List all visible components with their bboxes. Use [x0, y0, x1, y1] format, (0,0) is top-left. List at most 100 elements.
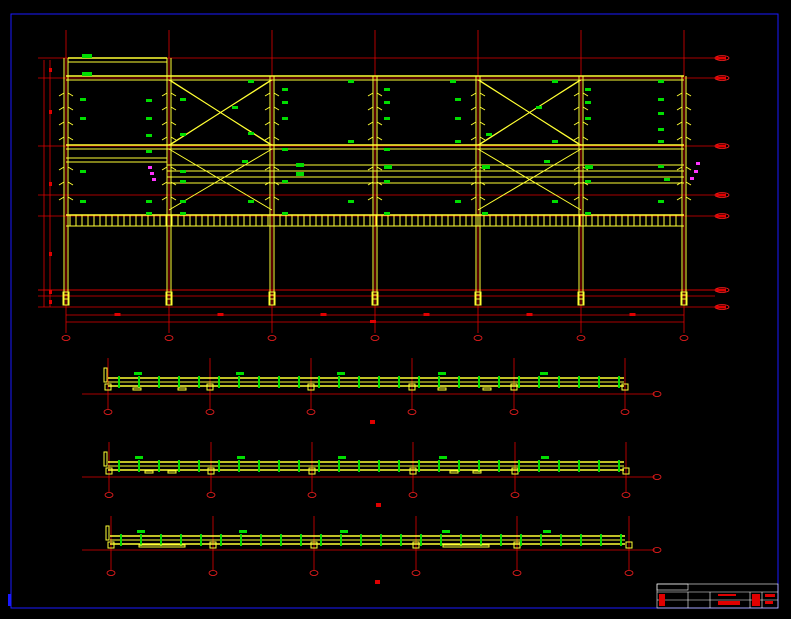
member-tag [486, 133, 492, 136]
plan-joist-tag [578, 460, 580, 472]
plan-column [104, 383, 112, 391]
plan-joist-tag [380, 534, 382, 546]
connection-stub [470, 166, 477, 171]
member-tag [180, 200, 186, 203]
connection-stub [479, 92, 486, 97]
grid-bubble [411, 570, 421, 576]
grid-bubble [407, 409, 417, 415]
connection-stub [264, 136, 271, 141]
plan-column [206, 383, 214, 391]
member-tag [658, 140, 664, 143]
frame-elevation [38, 30, 730, 341]
member-tag [242, 160, 248, 163]
connection-stub [264, 196, 271, 201]
annotation-mark [152, 178, 156, 181]
level-marker [714, 55, 730, 61]
plan-column [308, 467, 316, 475]
grid-bubble [370, 335, 380, 341]
plan-note [138, 544, 186, 548]
plan-joist-tag [500, 534, 502, 546]
plan-joist-tag [598, 460, 600, 472]
plan-joist-tag [598, 376, 600, 388]
connection-stub [367, 166, 374, 171]
member-tag [384, 117, 390, 120]
plan-joist-tag [498, 376, 500, 388]
plan-member-tag [239, 530, 247, 533]
plan-joist-tag [578, 376, 580, 388]
member-tag [658, 200, 664, 203]
plan-column [209, 541, 217, 549]
connection-stub [582, 136, 589, 141]
plan-joist-tag [338, 376, 340, 388]
dimension-text [423, 313, 430, 316]
member-tag [585, 212, 591, 215]
member-tag [80, 117, 86, 120]
connection-stub [573, 166, 580, 171]
connection-stub [470, 121, 477, 126]
member-tag [585, 165, 593, 169]
connection-stub [376, 106, 383, 111]
connection-stub [376, 196, 383, 201]
plan-joist-tag [618, 460, 620, 472]
connection-stub [676, 196, 683, 201]
grid-bubble [679, 335, 689, 341]
connection-stub [67, 92, 74, 97]
connection-stub [273, 166, 280, 171]
grid-bubble [267, 335, 277, 341]
cross-brace [168, 148, 273, 211]
connection-stub [367, 181, 374, 186]
cross-brace [478, 79, 581, 146]
connection-stub [170, 181, 177, 186]
member-tag [180, 170, 186, 173]
connection-stub [573, 136, 580, 141]
member-tag [658, 128, 664, 131]
connection-stub [470, 181, 477, 186]
plan-joist-tag [278, 460, 280, 472]
member-tag [455, 98, 461, 101]
connection-stub [685, 92, 692, 97]
connection-stub [573, 181, 580, 186]
member-tag [658, 98, 664, 101]
plan-joist-tag [540, 534, 542, 546]
member-tag [180, 133, 186, 136]
grid-bubble [206, 492, 216, 498]
plan-joist-tag [338, 460, 340, 472]
plan-joist-tag [300, 534, 302, 546]
member-tag [248, 132, 254, 135]
connection-stub [582, 181, 589, 186]
plan-joist-tag [238, 376, 240, 388]
connection-stub [676, 121, 683, 126]
member-tag [536, 106, 542, 109]
connection-stub [264, 121, 271, 126]
grid-bubble [408, 492, 418, 498]
drawing-frame [10, 13, 779, 609]
member-tag [80, 98, 86, 101]
plan-joist-tag [518, 460, 520, 472]
plan-member-tag [137, 530, 145, 533]
connection-stub [685, 121, 692, 126]
connection-stub [273, 196, 280, 201]
plan-joist-tag [458, 376, 460, 388]
level-marker-fill [716, 76, 726, 80]
plan-joist-tag [318, 376, 320, 388]
plan-joist-tag [298, 376, 300, 388]
plan-joist-tag [298, 460, 300, 472]
annotation-mark [150, 172, 154, 175]
plan-note [442, 544, 490, 548]
plan-joist-tag [438, 460, 440, 472]
plan-note [177, 387, 187, 391]
connection-stub [582, 106, 589, 111]
dimension-text [49, 110, 52, 114]
plan-joist-tag [180, 534, 182, 546]
grid-bubble [621, 492, 631, 498]
plan-joist-tag [418, 376, 420, 388]
connection-stub [367, 196, 374, 201]
connection-stub [161, 196, 168, 201]
plan-joist-tag [198, 376, 200, 388]
member-tag [384, 148, 390, 151]
cross-brace [169, 79, 272, 146]
connection-stub [170, 136, 177, 141]
member-tag [552, 80, 558, 83]
connection-stub [685, 106, 692, 111]
connection-stub [470, 92, 477, 97]
